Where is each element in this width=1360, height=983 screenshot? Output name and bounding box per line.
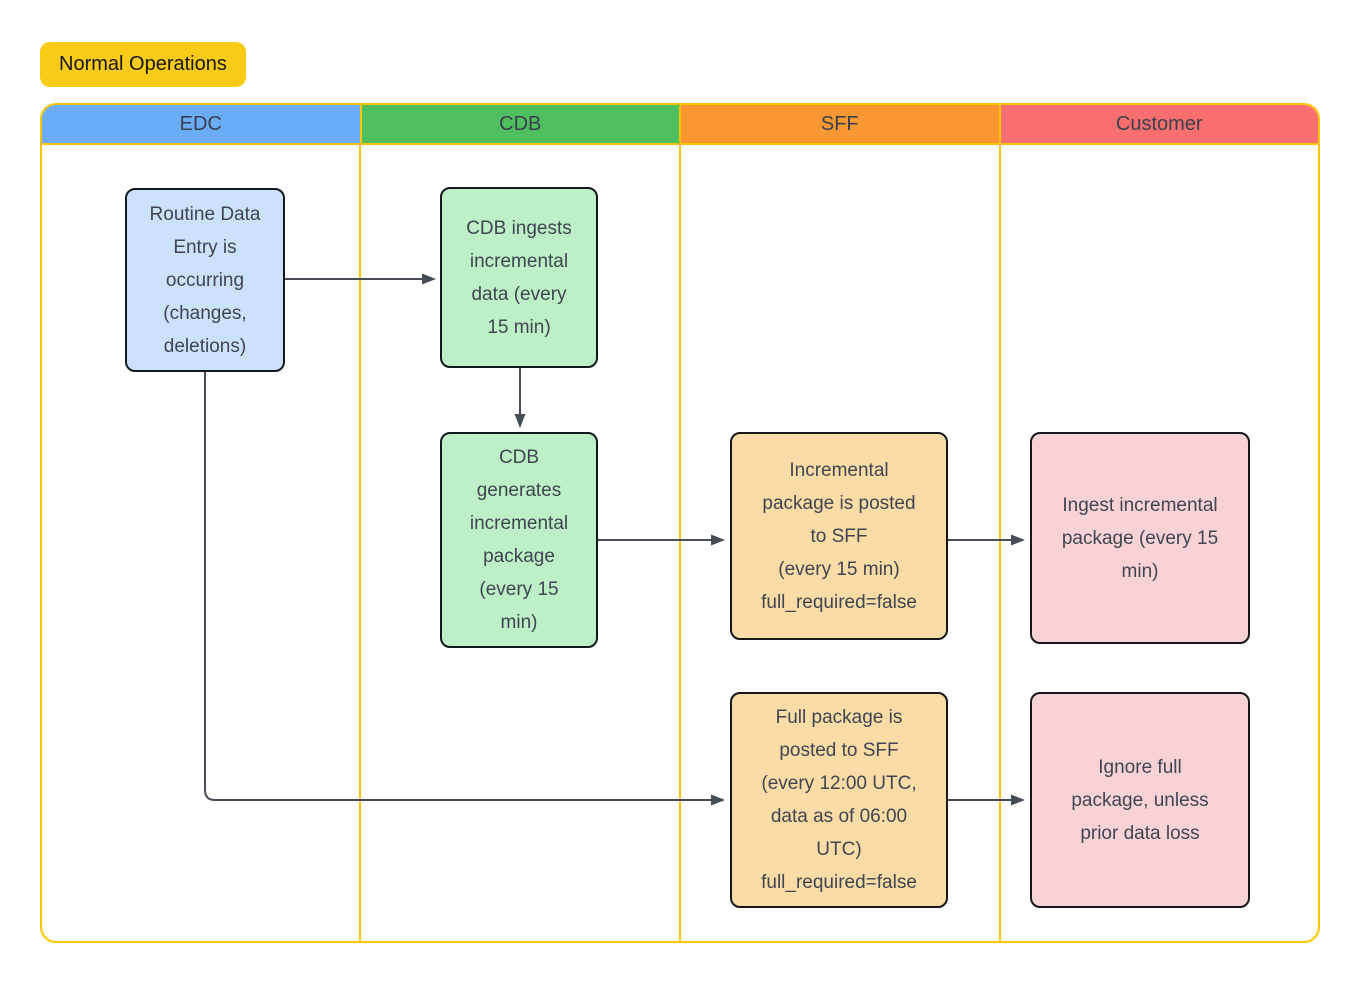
- diagram-title-badge: Normal Operations: [40, 42, 246, 87]
- node-routine-data-entry: Routine Data Entry is occurring (changes…: [125, 188, 285, 372]
- node-cdb-generates-incremental: CDB generates incremental package (every…: [440, 432, 598, 648]
- node-incremental-package-posted-label: Incremental package is posted to SFF (ev…: [761, 459, 917, 613]
- lane-header-sff: SFF: [681, 105, 1001, 145]
- node-full-package-posted-label: Full package is posted to SFF (every 12:…: [761, 707, 917, 893]
- lane-header-cdb: CDB: [361, 105, 681, 145]
- lane-header-edc: EDC: [42, 105, 362, 145]
- node-cdb-ingests-incremental-label: CDB ingests incremental data (every 15 m…: [466, 217, 572, 338]
- diagram-title: Normal Operations: [59, 53, 227, 75]
- node-cdb-generates-incremental-label: CDB generates incremental package (every…: [469, 447, 569, 633]
- node-ingest-incremental-package-label: Ingest incremental package (every 15 min…: [1061, 494, 1219, 582]
- lane-header-customer: Customer: [1000, 105, 1318, 145]
- lane-divider-sff-customer: [999, 145, 1001, 941]
- lane-label-customer: Customer: [1115, 112, 1203, 135]
- node-ignore-full-package-label: Ignore full package, unless prior data l…: [1071, 756, 1209, 844]
- node-full-package-posted: Full package is posted to SFF (every 12:…: [730, 692, 948, 908]
- node-incremental-package-posted: Incremental package is posted to SFF (ev…: [730, 432, 948, 640]
- node-routine-data-entry-label: Routine Data Entry is occurring (changes…: [149, 203, 261, 357]
- lane-divider-edc-cdb: [359, 145, 361, 941]
- node-cdb-ingests-incremental: CDB ingests incremental data (every 15 m…: [440, 187, 598, 368]
- lane-label-edc: EDC: [179, 112, 222, 135]
- lane-divider-cdb-sff: [679, 145, 681, 941]
- node-ingest-incremental-package: Ingest incremental package (every 15 min…: [1030, 432, 1250, 644]
- node-ignore-full-package: Ignore full package, unless prior data l…: [1030, 692, 1250, 908]
- lane-header-row: EDC CDB SFF Customer: [42, 105, 1318, 145]
- lane-label-sff: SFF: [820, 112, 859, 135]
- lane-label-cdb: CDB: [499, 112, 542, 135]
